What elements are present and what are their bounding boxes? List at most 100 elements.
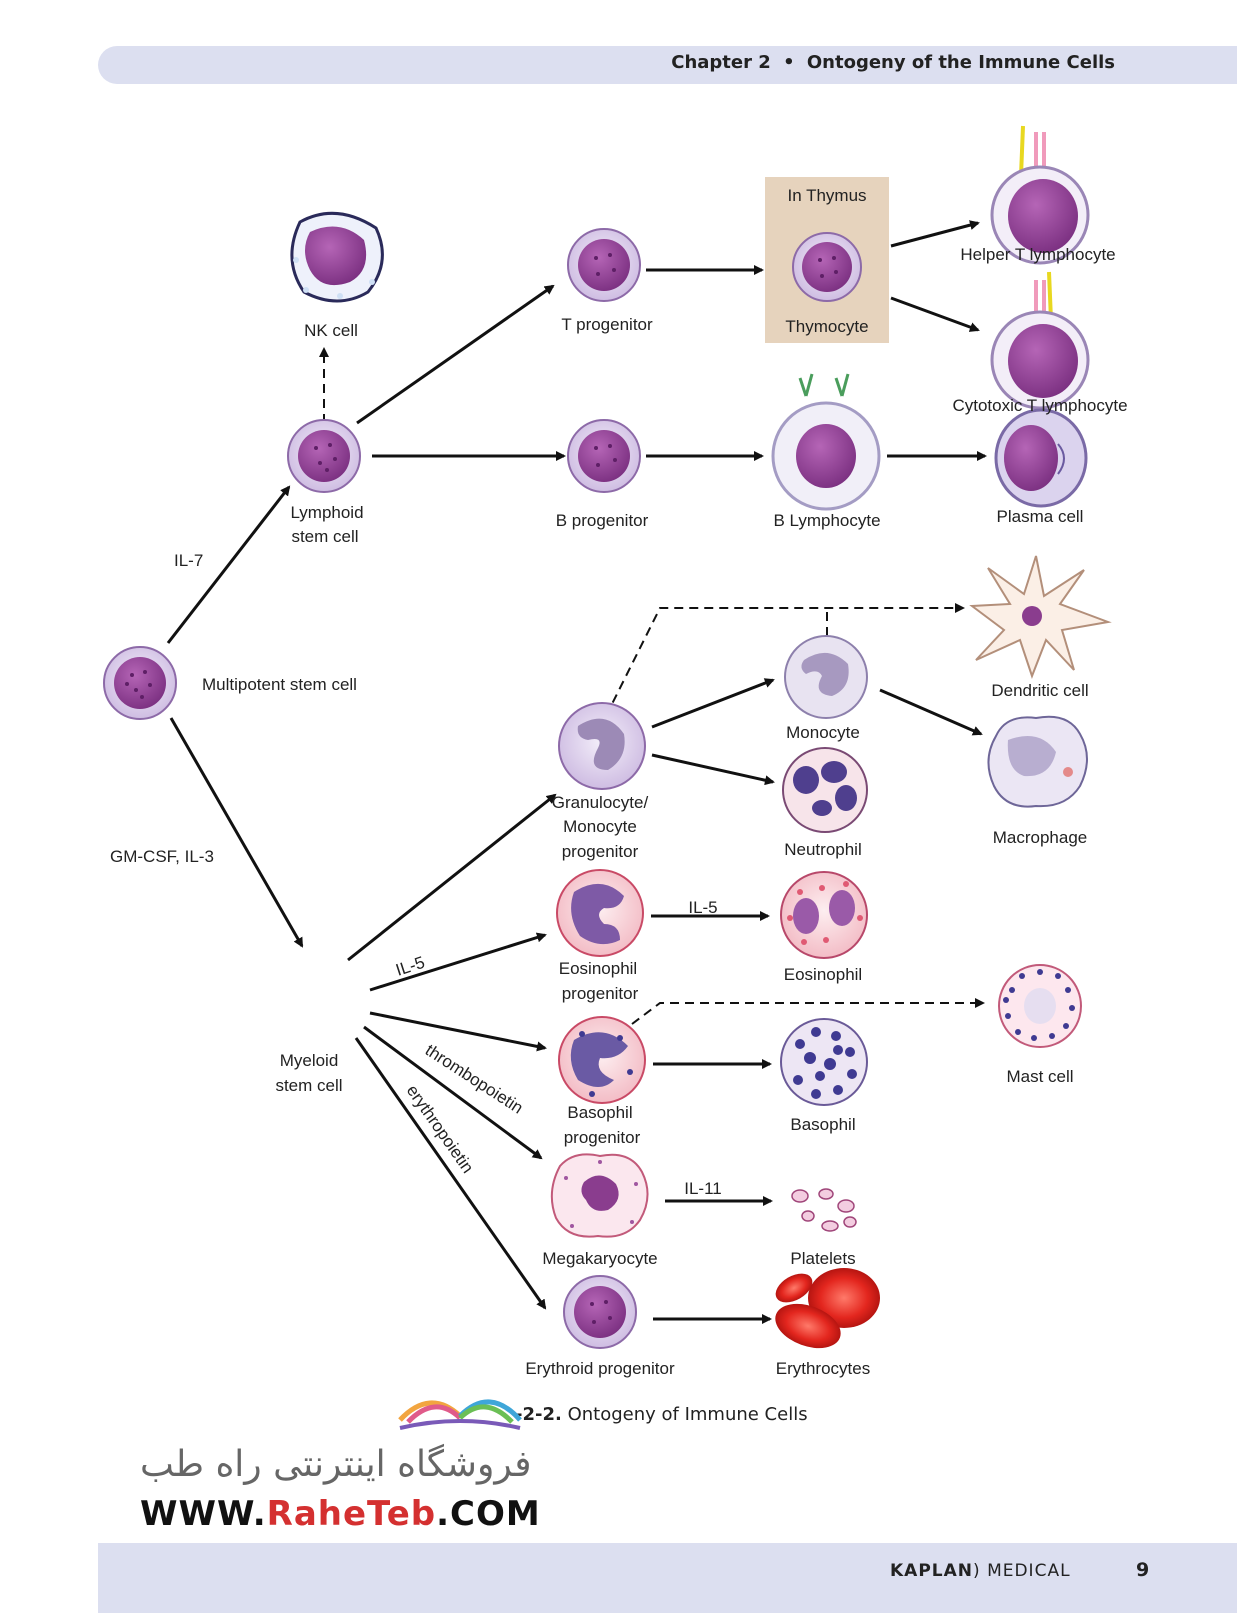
basophil-cell [780,1018,868,1106]
arrow-to-basophil-progenitor [369,1011,547,1052]
plasma-cell [994,408,1088,508]
arrow-to-gm-progenitor [347,793,557,962]
t-progenitor-cell [567,228,641,302]
watermark-persian-text: فروشگاه اینترنتی راه طب [140,1444,532,1485]
arrow-to-myeloid [169,717,304,948]
label-plasma-cell: Plasma cell [997,507,1084,526]
thymocyte-cell [792,232,862,302]
neutrophil-cell [782,747,868,833]
chapter-title: Ontogeny of the Immune Cells [806,52,1115,73]
label-il5-myeloid: IL-5 [393,953,427,980]
erythrocytes-cells [775,1268,880,1349]
arrow-to-neutrophil [651,753,775,786]
watermark-url-suffix: .COM [436,1494,541,1534]
chapter-number: Chapter 2 [671,52,771,73]
b-lymphocyte-cell [771,373,881,511]
arrow-to-cytotoxic-t [890,296,980,332]
watermark-url-brand: RaheTeb [266,1494,437,1534]
label-dendritic-cell: Dendritic cell [991,681,1088,700]
label-basophil: Basophil [790,1115,855,1134]
arrow-to-helper-t [890,220,980,248]
label-myeloid-2: stem cell [275,1076,342,1095]
header-separator: • [783,52,795,73]
arrow-to-t-progenitor [356,284,555,425]
label-myeloid-1: Myeloid [280,1051,339,1070]
label-basophil-progenitor-1: Basophil [567,1103,632,1122]
multipotent-stem-cell [103,646,177,720]
label-erythropoietin: erythropoietin [403,1081,478,1176]
label-gmcsf-il3: GM-CSF, IL-3 [110,847,214,866]
arrow-to-eosinophil-progenitor [369,932,547,992]
dashed-arrow-to-mast [631,998,985,1025]
label-il11: IL-11 [684,1179,722,1198]
watermark-url-prefix: WWW. [140,1494,267,1534]
label-erythroid-progenitor: Erythroid progenitor [525,1359,675,1378]
watermark-url: WWW.RaheTeb.COM [140,1494,541,1534]
label-monocyte: Monocyte [786,723,860,742]
arrow-to-monocyte [651,678,775,729]
eosinophil-cell [780,871,868,959]
figure-number: -2-2. [515,1404,562,1425]
footer-brand-kaplan: KAPLAN [890,1561,974,1581]
label-cytotoxic-t: Cytotoxic T lymphocyte [952,396,1127,415]
label-megakaryocyte: Megakaryocyte [542,1249,657,1268]
label-eosinophil-progenitor-1: Eosinophil [559,959,637,978]
macrophage-cell [987,715,1088,808]
label-thymocyte: Thymocyte [785,317,868,336]
label-il7: IL-7 [174,551,203,570]
platelets-cells [791,1188,857,1232]
label-t-progenitor: T progenitor [561,315,653,334]
footer-brand: KAPLAN) MEDICAL [890,1561,1071,1581]
footer-band [98,1543,1237,1613]
label-thrombopoietin: thrombopoietin [422,1040,527,1117]
figure-caption-text: Ontogeny of Immune Cells [567,1404,808,1425]
arrow-to-macrophage [879,688,983,736]
arrow-to-erythroid-progenitor [354,1037,547,1310]
granulocyte-monocyte-progenitor-cell [558,702,646,790]
page-number: 9 [1136,1559,1150,1581]
dendritic-cell [969,555,1112,679]
b-progenitor-cell [567,419,641,493]
label-gm-progenitor-3: progenitor [562,842,639,861]
figure-caption: -2-2. Ontogeny of Immune Cells [515,1404,808,1425]
label-gm-progenitor-2: Monocyte [563,817,637,836]
arrow-to-megakaryocyte [363,1025,543,1160]
label-nk-cell: NK cell [304,321,358,340]
watermark-logo-icon [398,1399,522,1430]
label-macrophage: Macrophage [993,828,1088,847]
label-multipotent-stem-cell: Multipotent stem cell [202,675,357,694]
label-il5-eosinophil: IL-5 [688,898,717,917]
label-b-progenitor: B progenitor [556,511,649,530]
cytotoxic-t-cell [990,271,1090,410]
eosinophil-progenitor-cell [556,869,644,957]
megakaryocyte-cell [550,1153,649,1238]
dashed-arrows [319,347,985,1025]
running-header: Chapter 2 • Ontogeny of the Immune Cells [671,52,1115,73]
monocyte-cell [784,635,868,719]
label-lymphoid-1: Lymphoid [290,503,363,522]
label-helper-t: Helper T lymphocyte [960,245,1115,264]
label-lymphoid-2: stem cell [291,527,358,546]
label-basophil-progenitor-2: progenitor [564,1128,641,1147]
label-eosinophil: Eosinophil [784,965,862,984]
label-mast-cell: Mast cell [1006,1067,1073,1086]
label-platelets: Platelets [790,1249,855,1268]
helper-t-cell [990,125,1090,265]
arrow-to-lymphoid [166,485,291,644]
mast-cell [998,964,1082,1048]
label-b-lymphocyte: B Lymphocyte [773,511,880,530]
label-neutrophil: Neutrophil [784,840,862,859]
nk-cell [290,211,384,303]
label-eosinophil-progenitor-2: progenitor [562,984,639,1003]
dashed-arrow-to-dendritic [605,603,965,717]
lymphoid-stem-cell [287,419,361,493]
header-band [98,46,1237,84]
arrows [166,220,987,1324]
footer-brand-paren: ) [973,1561,981,1581]
thymus-box-title: In Thymus [787,186,866,205]
footer-brand-medical: MEDICAL [987,1561,1071,1581]
basophil-progenitor-cell [558,1016,646,1104]
label-gm-progenitor-1: Granulocyte/ [552,793,649,812]
label-erythrocytes: Erythrocytes [776,1359,870,1378]
